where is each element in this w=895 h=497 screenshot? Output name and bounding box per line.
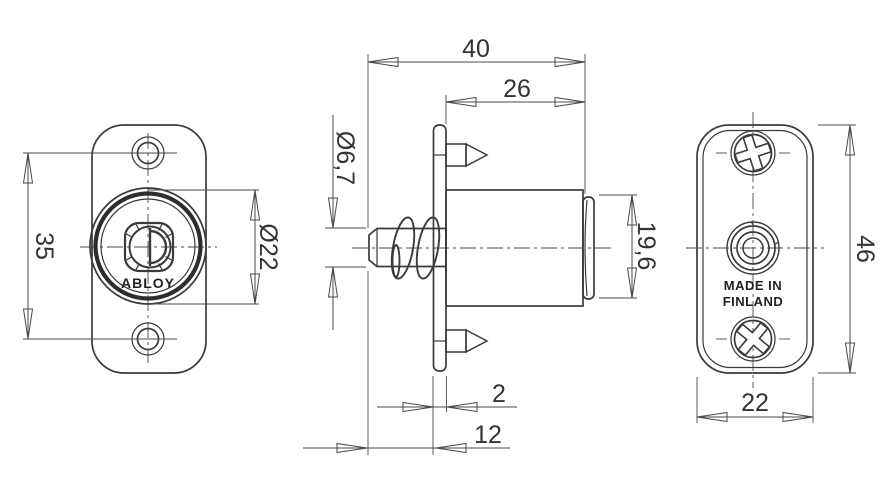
dim-arrow	[554, 56, 586, 68]
dim-arrow	[626, 194, 638, 226]
dim-label-hole-spacing: 35	[30, 232, 58, 260]
dim-arrow	[249, 273, 261, 305]
dim-arrow	[554, 96, 586, 108]
dim-arrow	[445, 96, 477, 108]
cylinder-end-cap	[582, 196, 595, 300]
dim-label-body-diameter: 19,6	[632, 222, 660, 271]
dim-arrow	[844, 342, 856, 374]
end-cap-arc	[584, 199, 588, 297]
dim-body-diameter-19-6: 19,6	[599, 194, 660, 299]
dim-plate-width-22: 22	[696, 377, 814, 423]
dim-label-plate-width: 22	[741, 389, 769, 417]
dim-label-flange-thickness: 2	[492, 380, 506, 408]
back-plate-outline	[696, 124, 814, 374]
dim-arrow	[696, 411, 728, 423]
dim-hole-spacing-35: 35	[22, 152, 177, 340]
dim-arrow	[249, 189, 261, 221]
spring	[390, 216, 441, 280]
dim-arrow	[367, 56, 399, 68]
dim-label-tip-to-flange: 12	[474, 421, 502, 449]
origin-text-line2: FINLAND	[723, 294, 784, 309]
origin-text-line1: MADE IN	[724, 278, 782, 293]
dim-arrow	[626, 267, 638, 299]
hub-tick	[773, 241, 779, 246]
back-view: MADE IN FINLAND	[686, 112, 824, 388]
back-screw-top	[730, 130, 776, 176]
dim-arrow	[435, 442, 467, 454]
dim-flange-thickness-2: 2	[377, 376, 517, 455]
dim-label-overall-depth: 40	[462, 35, 490, 63]
dim-arrow	[402, 401, 434, 413]
back-center-hub	[726, 221, 780, 275]
side-view	[352, 124, 614, 372]
dim-label-body-length: 26	[503, 75, 531, 103]
brand-text: ABLOY	[121, 275, 175, 291]
dim-tip-to-flange-12: 12	[303, 271, 510, 455]
dim-arrow	[782, 411, 814, 423]
dim-arrow	[22, 152, 34, 184]
dim-overall-depth-40: 40	[367, 35, 586, 228]
keyway-disc	[123, 221, 175, 273]
front-view: ABLOY	[80, 124, 217, 374]
dim-arrow	[327, 266, 339, 298]
dim-label-knob-diameter: Ø22	[254, 223, 282, 270]
hub-tick	[750, 221, 755, 227]
dim-arrow	[446, 401, 478, 413]
dim-body-length-26: 26	[445, 75, 586, 124]
dim-arrow	[327, 197, 339, 229]
keyway	[128, 225, 172, 269]
dim-arrow	[336, 442, 368, 454]
dim-plate-height-46: 46	[818, 124, 879, 374]
mounting-spur-top	[445, 142, 489, 168]
dim-arrow	[844, 124, 856, 156]
back-screw-bottom	[730, 316, 776, 362]
mounting-spur-bottom	[445, 328, 489, 354]
dim-label-plunger-diameter: Ø6,7	[331, 131, 359, 185]
dim-arrow	[22, 308, 34, 340]
dim-knob-diameter-22: Ø22	[148, 189, 282, 305]
dim-label-plate-height: 46	[851, 235, 879, 263]
dim-plunger-diameter-6-7: Ø6,7	[325, 115, 366, 330]
